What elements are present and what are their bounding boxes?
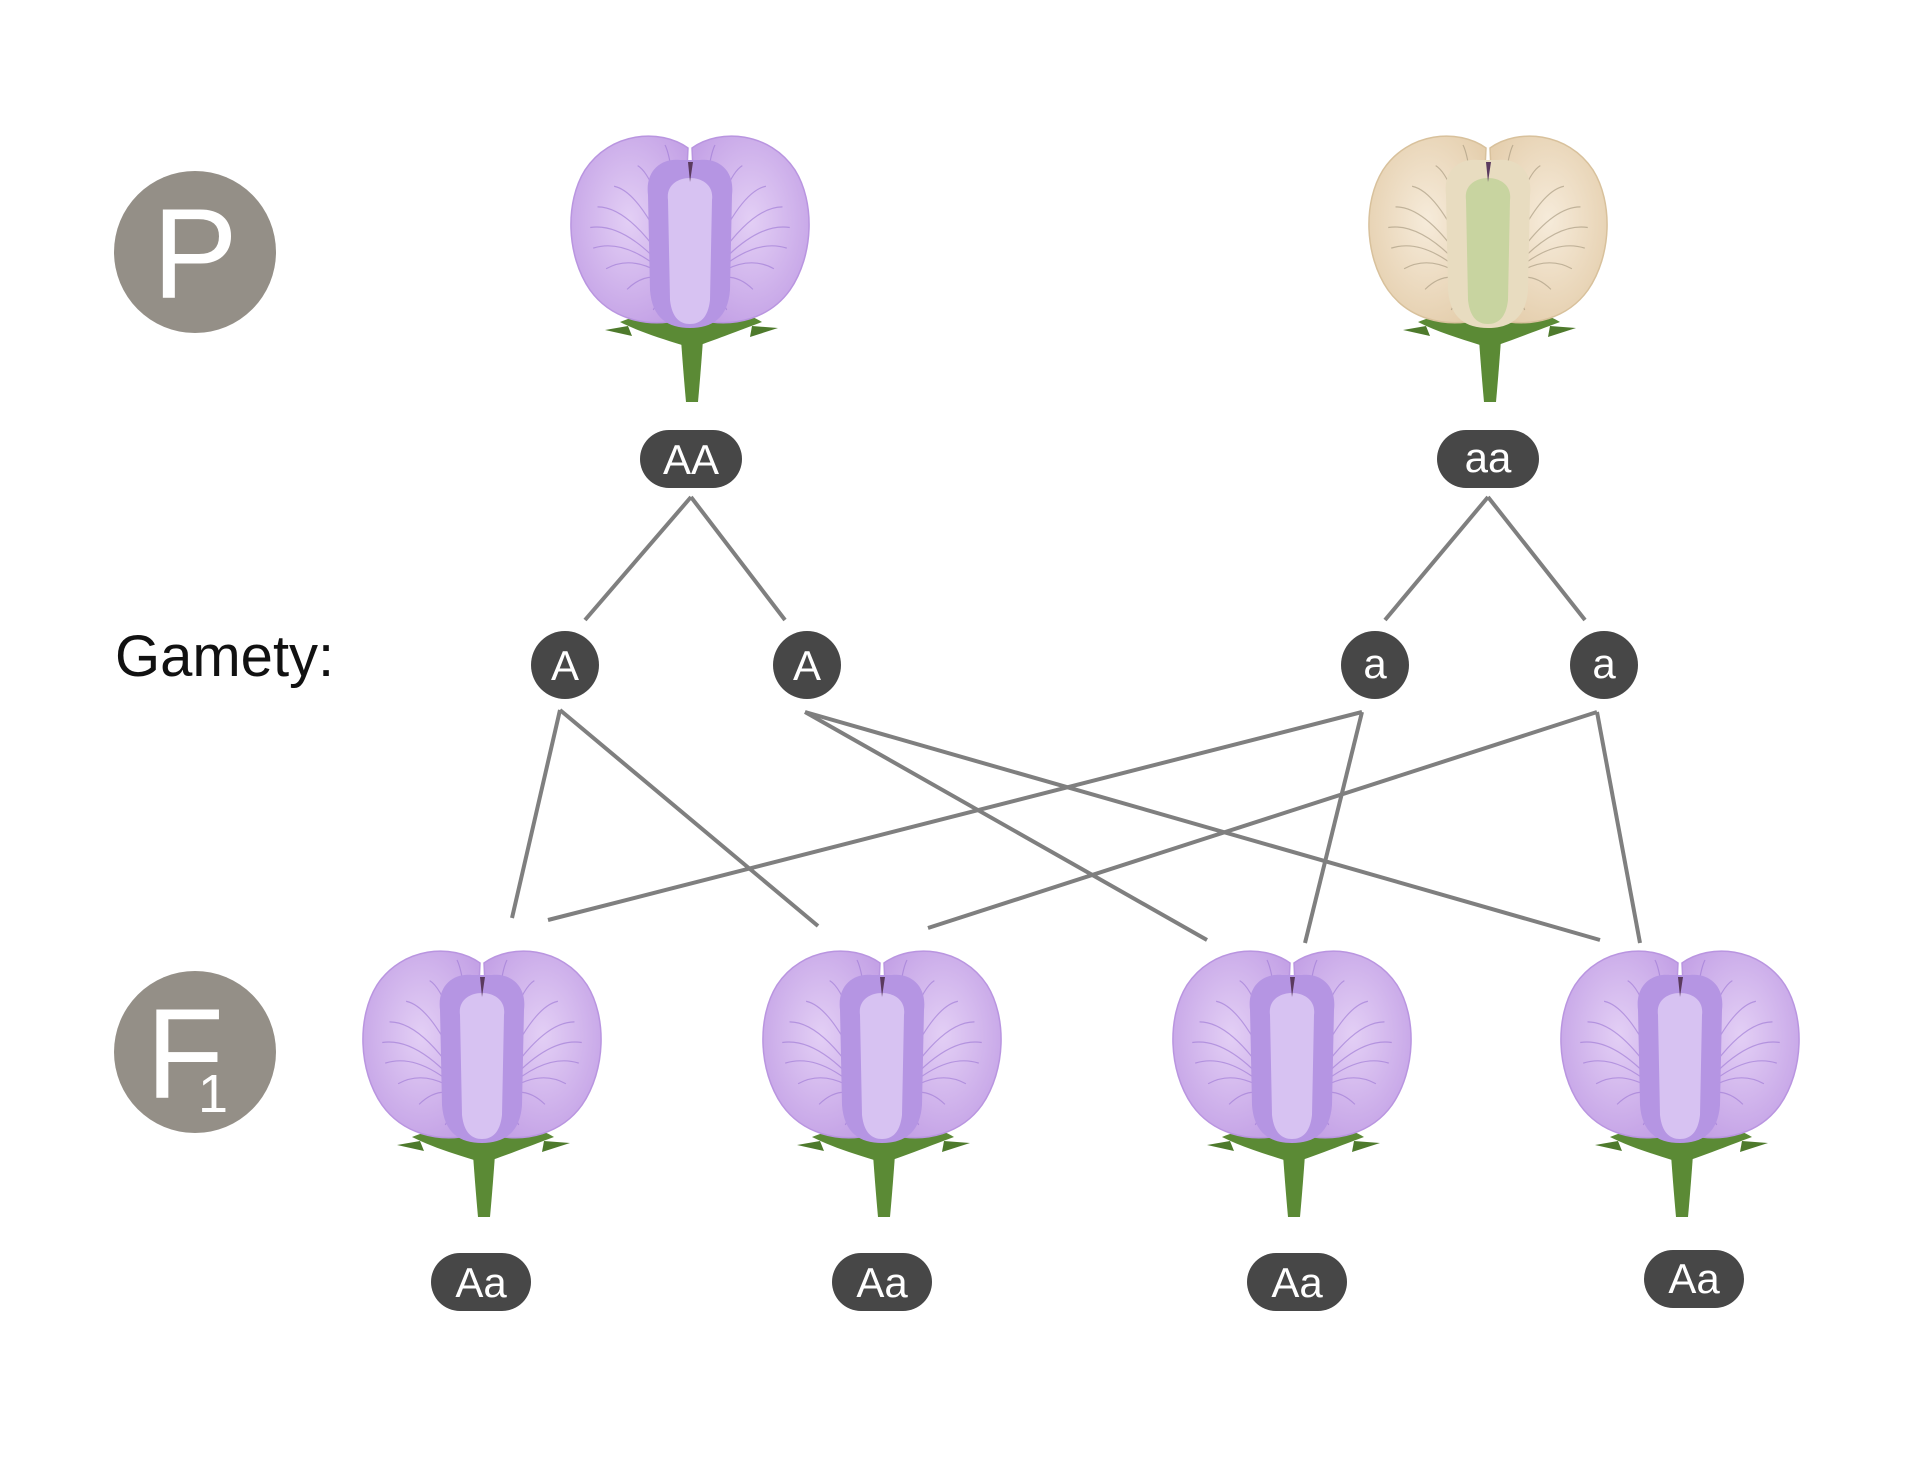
parent-genotype-0: AA <box>663 436 719 483</box>
parent-flower-1 <box>1368 135 1608 402</box>
parent-genotype-pill-0: AA <box>640 430 742 488</box>
cross-line-4 <box>547 710 1363 922</box>
gamete-allele-1: A <box>793 642 821 689</box>
offspring-genotype-pill-0: Aa <box>431 1253 531 1311</box>
parent-genotype-1: aa <box>1465 434 1512 481</box>
gametes-label: Gamety: <box>115 624 334 689</box>
flowers <box>362 135 1800 1217</box>
parent-gamete-line-1 <box>689 495 787 622</box>
offspring-flower-2 <box>1172 950 1412 1217</box>
gamete-2: a <box>1341 631 1409 699</box>
generation-f1-symbol: F <box>146 983 224 1126</box>
parent-flower-0 <box>570 135 810 402</box>
gamete-3: a <box>1570 631 1638 699</box>
cross-line-6 <box>927 710 1598 930</box>
offspring-flower-3 <box>1560 950 1800 1217</box>
parent-to-gamete-lines <box>583 495 1587 622</box>
cross-line-3 <box>804 710 1601 942</box>
generation-f1-subscript: 1 <box>198 1064 228 1124</box>
offspring-genotype-pill-3: Aa <box>1644 1250 1744 1308</box>
offspring-genotype-3: Aa <box>1668 1255 1720 1302</box>
gamete-allele-0: A <box>551 642 579 689</box>
gamete-to-offspring-lines <box>510 708 1642 944</box>
offspring-genotype-pill-1: Aa <box>832 1253 932 1311</box>
parent-genotype-pill-1: aa <box>1437 430 1539 488</box>
cross-line-1 <box>558 708 820 928</box>
generation-p-symbol: P <box>152 183 237 326</box>
cross-line-7 <box>1595 711 1642 944</box>
offspring-genotype-1: Aa <box>856 1259 908 1306</box>
gamete-0: A <box>531 631 599 699</box>
gamete-allele-3: a <box>1592 640 1616 687</box>
cross-line-2 <box>804 710 1208 942</box>
cross-line-0 <box>510 709 562 919</box>
offspring-genotype-0: Aa <box>455 1259 507 1306</box>
generation-p-badge: P <box>114 171 276 333</box>
generation-f1-badge: F 1 <box>114 971 276 1133</box>
parent-gamete-line-0 <box>583 495 693 622</box>
offspring-flower-0 <box>362 950 602 1217</box>
gamete-allele-2: a <box>1363 640 1387 687</box>
offspring-genotype-2: Aa <box>1271 1259 1323 1306</box>
parent-gamete-line-2 <box>1383 495 1490 622</box>
cross-line-5 <box>1303 711 1364 944</box>
gamete-1: A <box>773 631 841 699</box>
offspring-flower-1 <box>762 950 1002 1217</box>
parent-gamete-line-3 <box>1486 495 1587 622</box>
offspring-genotype-pill-2: Aa <box>1247 1253 1347 1311</box>
